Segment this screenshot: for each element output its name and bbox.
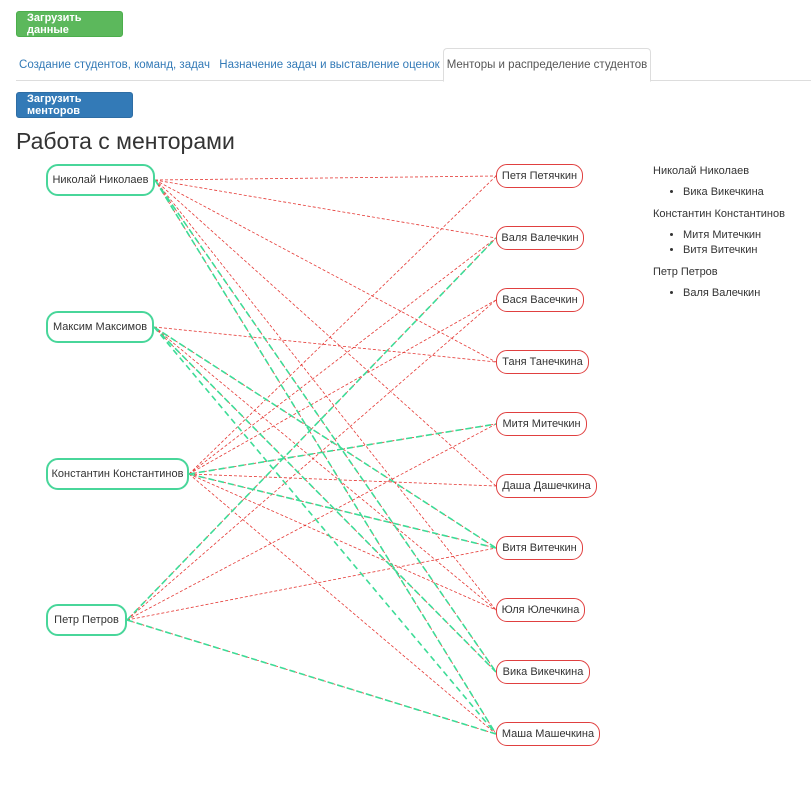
student-node[interactable]: Юля Юлечкина <box>496 598 585 622</box>
preference-link <box>188 473 497 611</box>
summary-mentor-name: Константин Константинов <box>653 208 785 220</box>
student-node[interactable]: Таня Танечкина <box>496 350 589 374</box>
summary-student: Митя Митечкин <box>683 229 811 241</box>
summary-student-list: Валя Валечкин <box>653 287 811 299</box>
tab-mentors[interactable]: Менторы и распределение студентов <box>443 48 651 82</box>
summary-student: Валя Валечкин <box>683 287 811 299</box>
preference-link <box>154 179 497 363</box>
preference-link <box>188 473 497 549</box>
mentor-node[interactable]: Петр Петров <box>46 604 127 636</box>
student-node[interactable]: Петя Петячкин <box>496 164 583 188</box>
assignment-link <box>154 179 497 673</box>
assignment-link <box>188 423 497 475</box>
student-node[interactable]: Маша Машечкина <box>496 722 600 746</box>
preference-link <box>154 179 497 487</box>
preference-link <box>153 326 497 549</box>
preference-link <box>188 175 497 475</box>
preference-link <box>154 179 497 239</box>
summary-student-list: Митя Митечкин Витя Витечкин <box>653 229 811 256</box>
student-node[interactable]: Валя Валечкин <box>496 226 584 250</box>
preference-link <box>188 299 497 475</box>
preference-link <box>188 473 497 487</box>
student-node[interactable]: Вика Викечкина <box>496 660 590 684</box>
summary-student-list: Вика Викечкина <box>653 186 811 198</box>
assignment-link <box>153 326 497 735</box>
tab-assign-tasks[interactable]: Назначение задач и выставление оценок <box>219 58 440 71</box>
tab-create-students[interactable]: Создание студентов, команд, задач <box>19 58 210 71</box>
preference-link <box>188 237 497 475</box>
assignment-link <box>153 326 497 673</box>
summary-student: Витя Витечкин <box>683 244 811 256</box>
load-data-button[interactable]: Загрузить данные <box>16 11 123 37</box>
mentor-node[interactable]: Константин Константинов <box>46 458 189 490</box>
preference-link <box>188 473 497 735</box>
preference-link <box>126 547 497 621</box>
load-mentors-button[interactable]: Загрузить менторов <box>16 92 133 118</box>
assignment-link <box>154 179 497 735</box>
summary-mentor-name: Петр Петров <box>653 266 718 278</box>
student-node[interactable]: Митя Митечкин <box>496 412 587 436</box>
assignment-link <box>188 473 497 549</box>
assignment-link <box>153 326 497 549</box>
preference-link <box>154 179 497 611</box>
assignment-link <box>126 619 497 735</box>
summary-mentor-name: Николай Николаев <box>653 165 750 177</box>
student-node[interactable]: Витя Витечкин <box>496 536 583 560</box>
mentor-node[interactable]: Максим Максимов <box>46 311 154 343</box>
preference-link <box>154 175 497 181</box>
summary-student: Вика Викечкина <box>683 186 811 198</box>
page-title: Работа с менторами <box>16 128 235 154</box>
preference-link <box>126 299 497 621</box>
student-node[interactable]: Вася Васечкин <box>496 288 584 312</box>
mentor-node[interactable]: Николай Николаев <box>46 164 155 196</box>
assignment-summary: Николай Николаев Вика Викечкина Констант… <box>653 165 811 309</box>
preference-link <box>153 326 497 363</box>
assignment-link <box>126 237 497 621</box>
tab-bar: Создание студентов, команд, задач Назнач… <box>16 48 811 82</box>
student-node[interactable]: Даша Дашечкина <box>496 474 597 498</box>
preference-link <box>153 326 497 611</box>
